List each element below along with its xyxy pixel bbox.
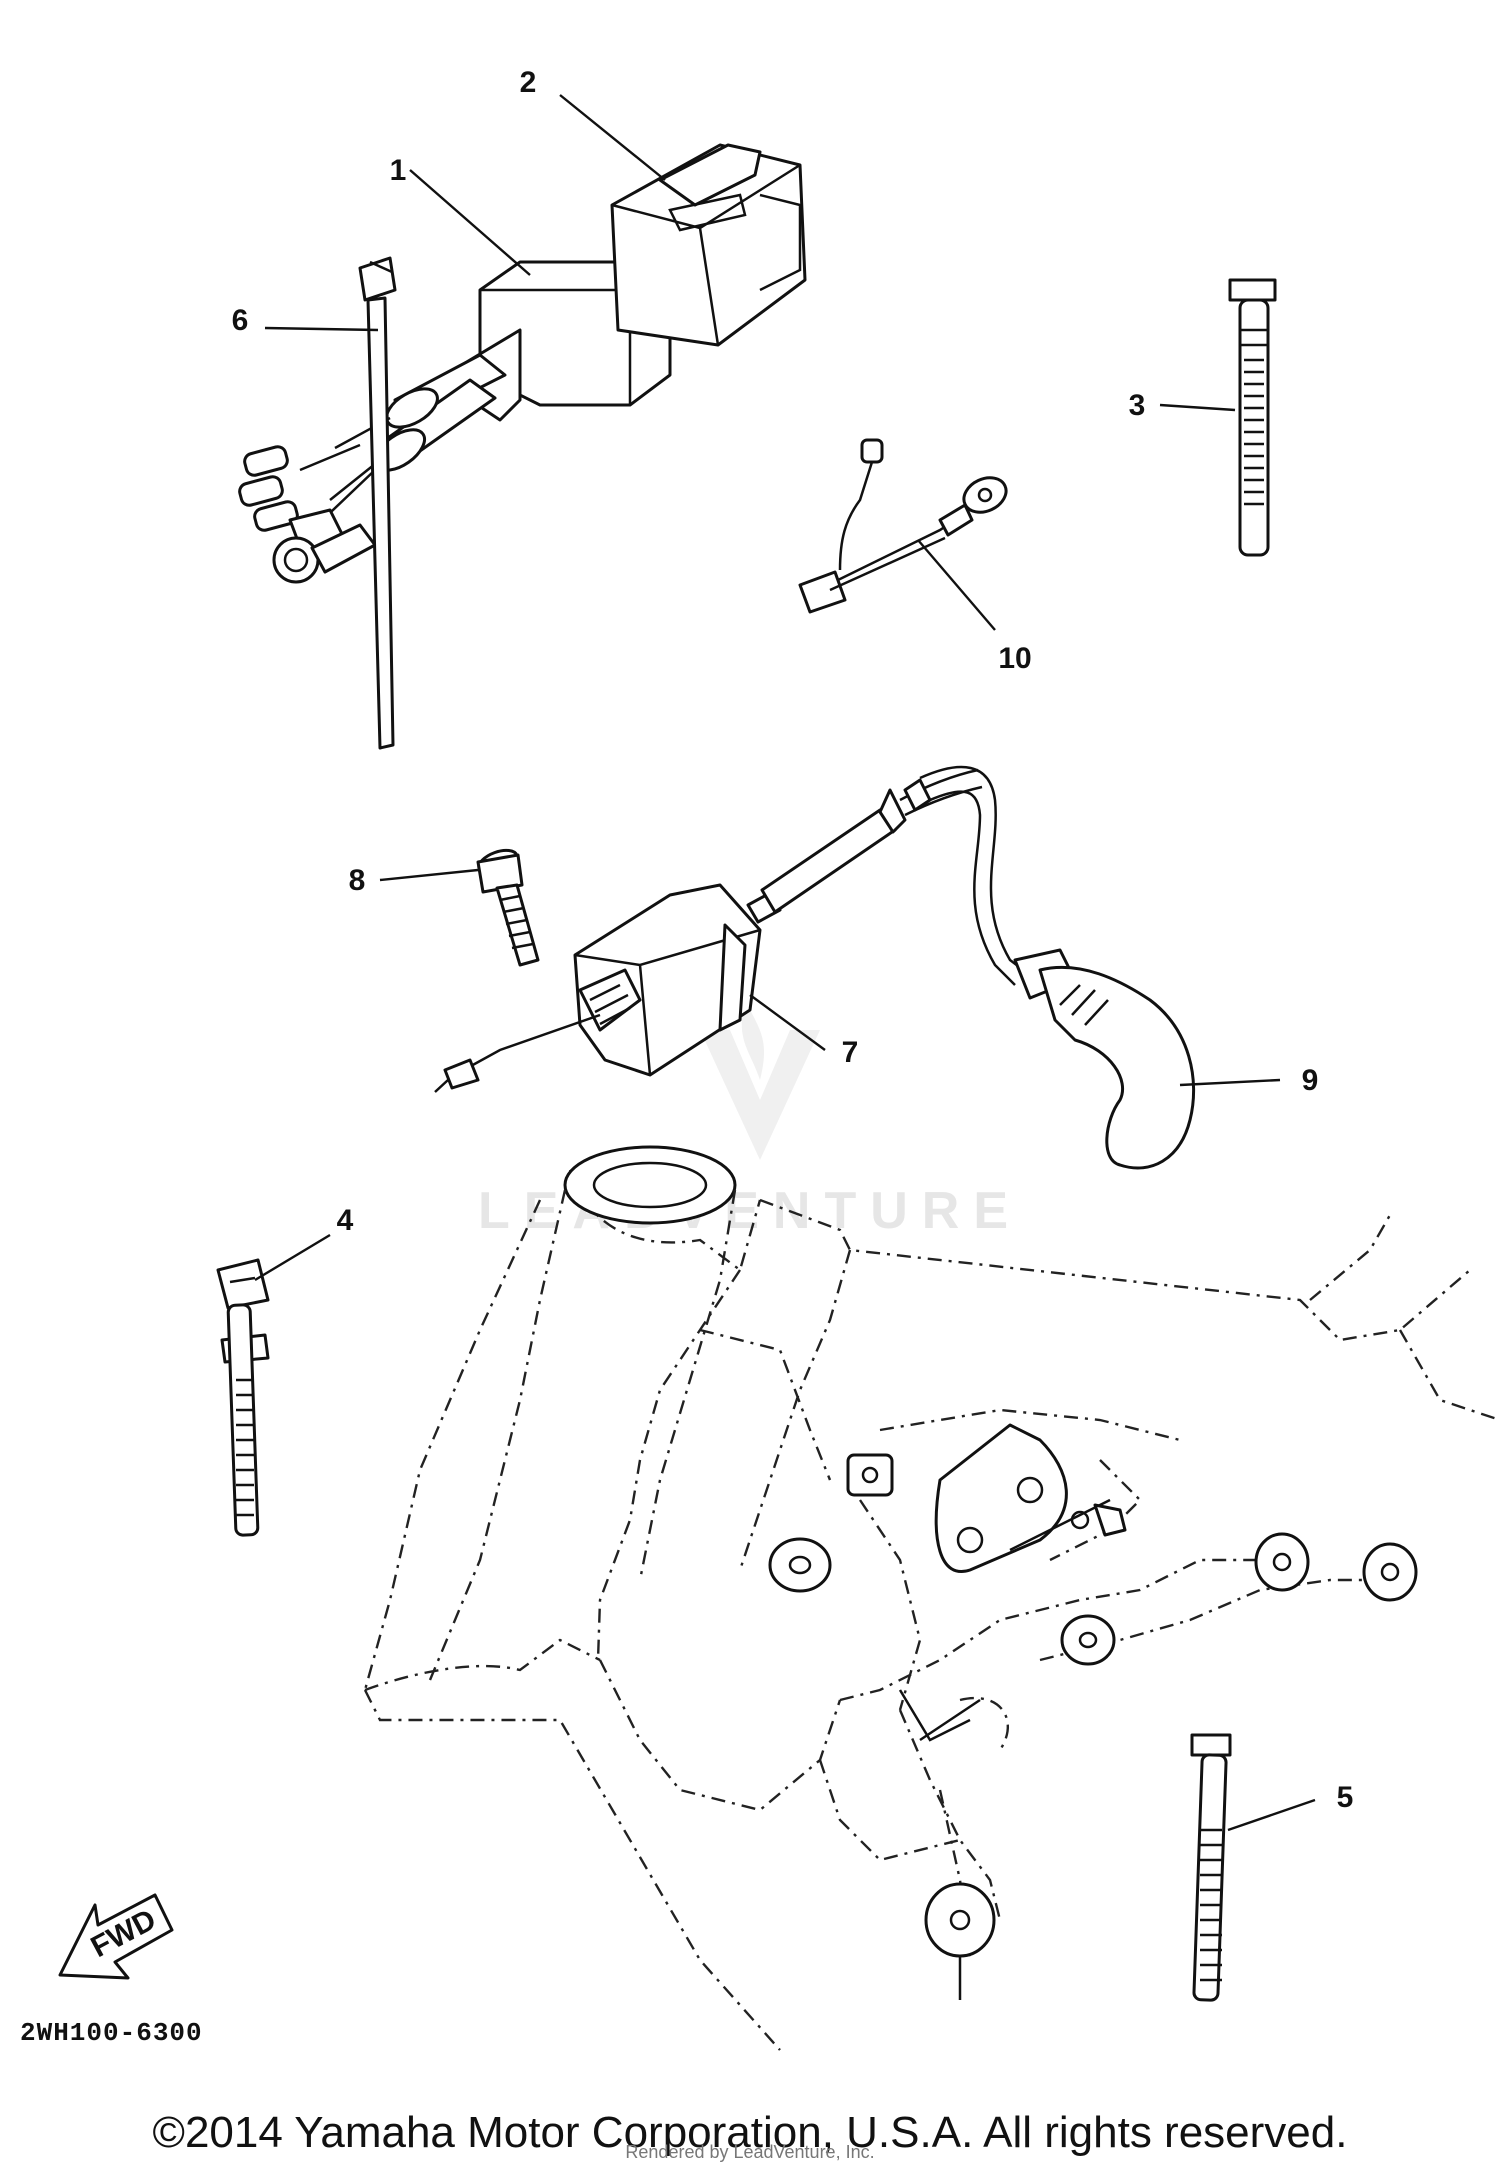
part-5-cable-tie (1190, 1733, 1232, 2002)
part-9-plug-cap (899, 765, 1196, 1170)
callout-2: 2 (520, 66, 537, 99)
callout-1: 1 (390, 154, 407, 187)
leader-lines (254, 94, 1316, 1832)
callout-4: 4 (337, 1204, 354, 1237)
copyright-notice: ©2014 Yamaha Motor Corporation, U.S.A. A… (152, 2108, 1348, 2157)
part-10-ground-lead (798, 438, 1008, 614)
callout-3: 3 (1129, 389, 1146, 422)
part-7-ignition-coil (434, 788, 907, 1093)
steering-head-tube (428, 1145, 737, 1681)
callout-5: 5 (1337, 1781, 1354, 1814)
part-1-cdi-unit (238, 260, 672, 584)
engine-mount-bosses (768, 1423, 1418, 2000)
drawing-code: 2WH100-6300 (20, 2018, 203, 2048)
part-6-cable-tie (358, 256, 397, 750)
callout-8: 8 (349, 864, 366, 897)
callout-7: 7 (842, 1036, 859, 1069)
part-3-band (1228, 278, 1277, 557)
part-2-rubber-cover (610, 143, 807, 347)
callout-6: 6 (232, 304, 249, 337)
render-credit: Rendered by LeadVenture, Inc. (625, 2142, 875, 2162)
callout-10: 10 (998, 642, 1031, 675)
part-4-cable-tie (216, 1258, 270, 1537)
part-8-bolt (476, 848, 540, 967)
watermark-logo (700, 1000, 820, 1160)
fwd-arrow-icon: FWD (58, 1893, 174, 1980)
callout-9: 9 (1302, 1064, 1319, 1097)
